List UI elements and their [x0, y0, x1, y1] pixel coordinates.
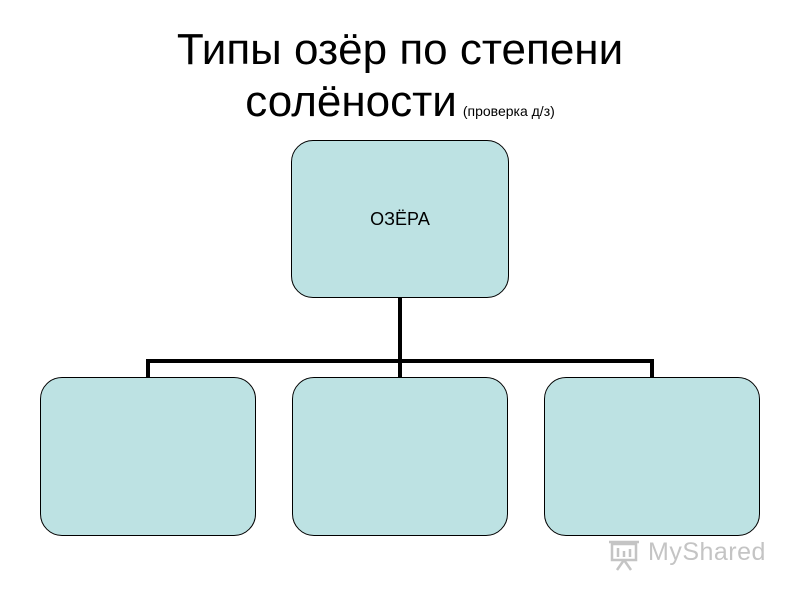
root-node-label: ОЗЁРА: [370, 209, 430, 229]
child-node-1: [40, 377, 256, 536]
title-line-2: солёности (проверка д/з): [0, 76, 800, 137]
watermark-logo: MyShared: [606, 538, 786, 572]
title-line-2-text: солёности: [245, 77, 457, 126]
root-node-lakes: ОЗЁРА: [291, 140, 509, 298]
slide-title: Типы озёр по степени солёности (проверка …: [0, 24, 800, 137]
watermark-text: MyShared: [648, 538, 766, 566]
child-node-2: [292, 377, 508, 536]
title-line-1: Типы озёр по степени: [176, 25, 624, 74]
projector-screen-icon: [609, 540, 639, 571]
title-note: (проверка д/з): [462, 103, 555, 119]
child-node-3: [544, 377, 760, 536]
